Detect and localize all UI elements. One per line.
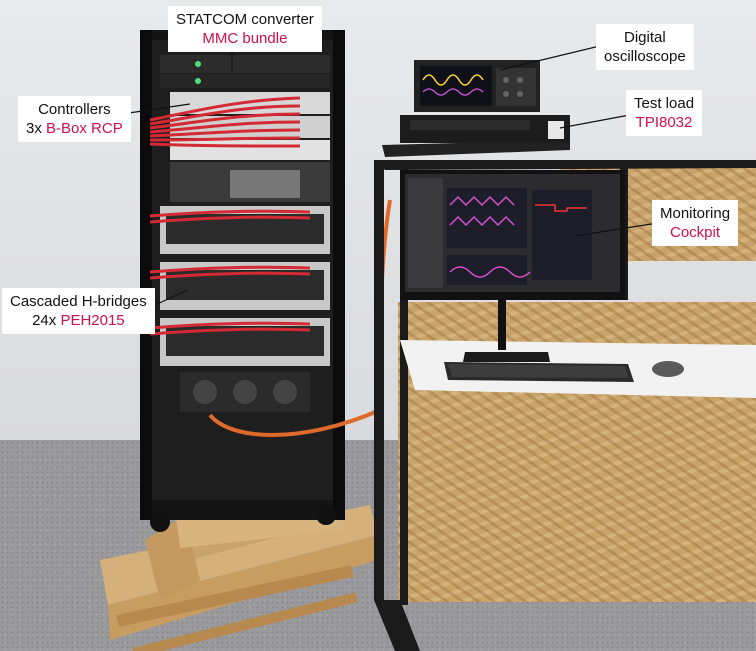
test-load [400,115,570,143]
controllers-count: 3x [26,120,47,137]
callout-testload: Test load TPI8032 [626,90,703,136]
controllers-model: B-Box RCP [46,120,123,137]
mouse [652,361,684,377]
callout-monitoring: Monitoring Cockpit [652,200,739,246]
callout-oscilloscope: Digital oscilloscope [596,24,694,70]
oscilloscope [414,60,540,112]
oscilloscope-line1: Digital [624,29,666,46]
monitoring-title: Monitoring [660,205,731,222]
server-rack [140,30,392,532]
callout-controllers: Controllers 3x B-Box RCP [18,96,131,142]
monitor [400,170,625,362]
keyboard [444,362,634,382]
testload-title: Test load [634,95,695,112]
hbridges-count: 24x [32,312,61,329]
statcom-subtitle: MMC bundle [202,30,288,47]
hbridges-model: PEH2015 [60,312,125,329]
oscilloscope-line2: oscilloscope [604,48,686,65]
monitoring-model: Cockpit [670,224,721,241]
callout-statcom: STATCOM converter MMC bundle [168,6,322,52]
testload-model: TPI8032 [635,114,693,131]
callout-hbridges: Cascaded H-bridges 24x PEH2015 [2,288,155,334]
hbridges-title: Cascaded H-bridges [10,293,147,310]
statcom-title: STATCOM converter [176,11,314,28]
controllers-title: Controllers [38,101,111,118]
